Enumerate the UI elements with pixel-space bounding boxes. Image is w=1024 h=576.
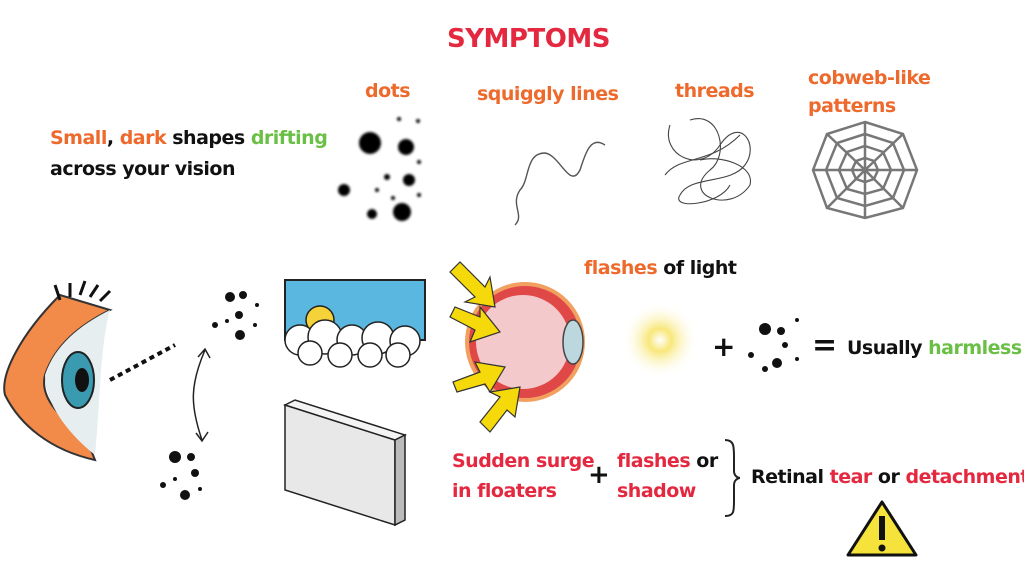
harmless-word: harmless (928, 337, 1022, 359)
usually-word: Usually (847, 337, 923, 359)
floaters-dots-icon (748, 318, 799, 372)
type-cobweb-label-1: cobweb-like (808, 67, 931, 89)
eye-illustration (3, 280, 176, 462)
type-squiggly-label: squiggly lines (477, 83, 619, 105)
flashes-word: flashes (584, 257, 658, 279)
usually-harmless-label: Usually harmless (847, 337, 1022, 359)
intro-dark: dark (119, 127, 167, 149)
cobweb-illustration (811, 120, 919, 220)
threads-illustration (664, 118, 751, 205)
intro-line-1: Small, dark shapes drifting (50, 127, 328, 149)
warning-flashes-word: flashes (617, 450, 691, 472)
retinal-tear-label: Retinal tear or detachment (751, 466, 1024, 488)
sudden-surge-line-2: in floaters (452, 480, 557, 502)
warning-plus-sign: + (588, 460, 610, 490)
dots-illustration (338, 117, 421, 221)
eyeball-cross-section-illustration (449, 261, 585, 433)
warning-icon (846, 500, 918, 557)
type-cobweb-label-2: patterns (808, 95, 896, 117)
equals-sign: = (812, 328, 837, 363)
detachment-word: detachment (905, 466, 1024, 488)
sudden-surge-line-1: Sudden surge (452, 450, 595, 472)
floaters-top-illustration (212, 291, 259, 340)
wall-illustration (283, 399, 407, 527)
warning-or-word: or (696, 450, 718, 472)
flash-of-light-icon (622, 302, 698, 378)
tear-word: tear (829, 466, 873, 488)
page-title: SYMPTOMS (447, 24, 610, 54)
or-word: or (877, 466, 900, 488)
squiggly-line-illustration (514, 141, 606, 226)
flashes-of-light-label: flashes of light (584, 257, 737, 279)
intro-line-2: across your vision (50, 158, 236, 180)
plus-sign: + (712, 330, 735, 363)
type-threads-label: threads (675, 80, 755, 102)
double-arrow-icon (192, 347, 211, 443)
intro-comma: , (106, 127, 114, 149)
intro-small: Small (50, 127, 107, 149)
type-dots-label: dots (365, 80, 411, 102)
curly-brace-icon (724, 439, 741, 517)
retinal-word: Retinal (751, 466, 824, 488)
shadow-label: shadow (617, 480, 696, 502)
floaters-bottom-illustration (160, 451, 202, 500)
intro-shapes: shapes (172, 127, 245, 149)
intro-drifting: drifting (250, 127, 328, 149)
sky-illustration (284, 279, 426, 368)
flashes-or-label: flashes or (617, 450, 718, 472)
of-light-word: of light (663, 257, 737, 279)
